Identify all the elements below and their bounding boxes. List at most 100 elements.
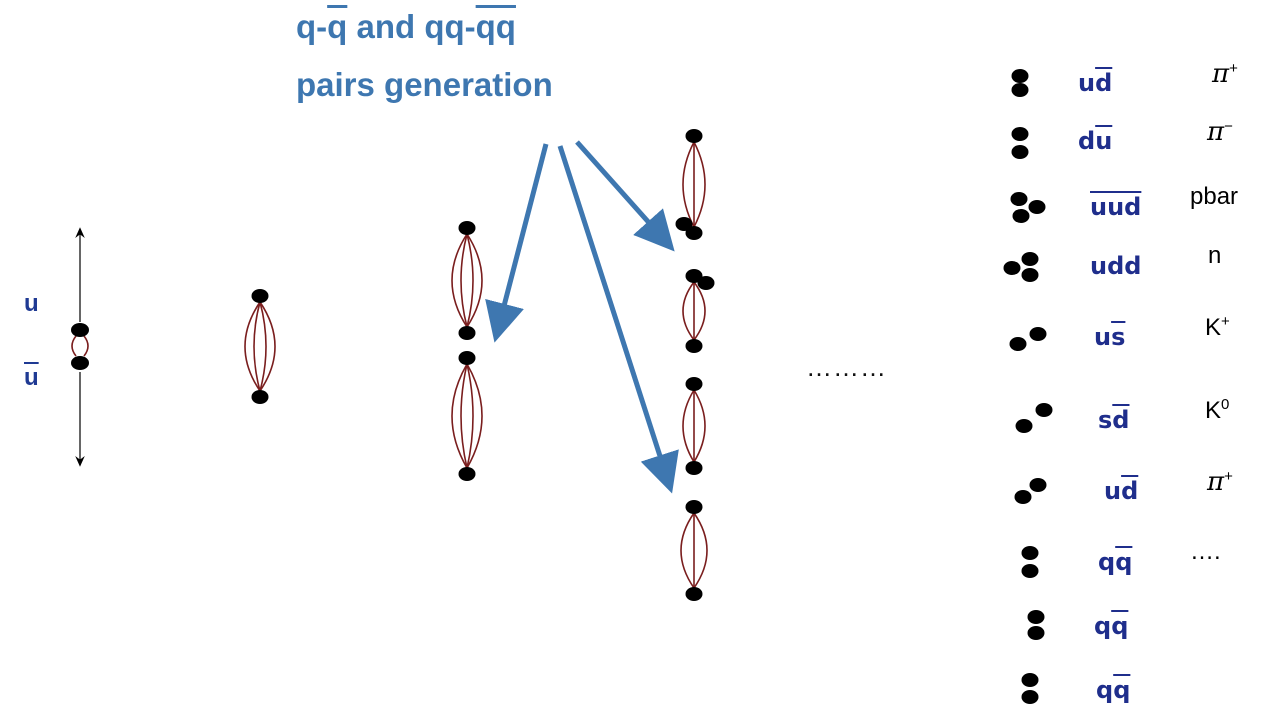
hadron-dots-0 [1011,69,1029,97]
string-stage-3a-top-quark [685,129,703,143]
hadron-quarks-6: ud [1104,477,1138,505]
hadron-8-quark-1: q [1111,612,1129,640]
hadron-2-quark-dot-0 [1010,192,1028,206]
split-quarks [675,217,715,290]
hadron-5-symbol: K [1205,397,1222,424]
hadron-3-symbol: n [1208,242,1222,269]
string-stage-2a-bottom-quark [458,326,476,340]
hadron-name-3: n [1208,242,1221,270]
hadron-0-charge: + [1229,60,1238,77]
hadron-1-quark-0: d [1078,127,1096,155]
title-part-1: q- [296,8,328,45]
string-stage-3d-bottom-quark [685,587,703,601]
hadron-quarks-4: us [1094,323,1125,351]
hadron-9-quark-dot-1 [1021,690,1039,704]
string-stage-1-top-quark [251,289,269,303]
quark-label-ubar: u [24,364,39,391]
hadron-3-quark-0: udd [1090,252,1142,280]
hadron-quarks-1: du [1078,127,1112,155]
string-stage-2b-bottom-quark [458,467,476,481]
hadron-dots-2 [1010,192,1046,223]
title-part-4: qq [475,8,516,45]
hadron-6-quark-dot-1 [1029,478,1047,492]
string-stage-3c-top-quark [685,377,703,391]
hadron-dots [1003,69,1053,704]
hadron-0-quark-dot-0 [1011,69,1029,83]
split-quark-b [697,276,715,290]
hadron-name-4: K+ [1205,313,1230,342]
hadron-quarks-3: udd [1090,252,1141,280]
hadron-6-quark-1: d [1121,477,1139,505]
hadron-dots-5 [1015,403,1053,433]
hadron-7-quark-dot-1 [1021,564,1039,578]
string-stage-2b-top-quark [458,351,476,365]
hadron-quarks-9: qq [1096,676,1130,704]
hadron-2-quark-0: uud [1090,193,1142,221]
strings-layer [244,129,715,601]
hadron-quarks-8: qq [1094,612,1128,640]
title-line-2: pairs generation [296,66,553,103]
string-stage-3a-bottom-quark [685,226,703,240]
hadron-quarks-7: qq [1098,548,1132,576]
generation-arrows [485,140,679,494]
hadron-7-quark-1: q [1115,548,1133,576]
hadron-3-quark-dot-2 [1021,268,1039,282]
hadron-1-quark-1: u [1095,127,1113,155]
hadron-5-quark-dot-1 [1035,403,1053,417]
hadron-dots-6 [1014,478,1047,504]
hadron-1-quark-dot-1 [1011,145,1029,159]
quark-label-u: u [24,290,39,317]
hadron-quarks-5: sd [1098,406,1129,434]
hadron-dots-3 [1003,252,1039,282]
hadron-5-charge: 0 [1221,396,1230,413]
hadron-2-quark-dot-1 [1028,200,1046,214]
hadron-5-quark-dot-0 [1015,419,1033,433]
hadron-name-5: K0 [1205,396,1229,425]
hadron-quarks-0: ud [1078,69,1112,97]
hadron-name-7: …. [1190,538,1221,566]
hadron-5-quark-0: s [1098,406,1113,434]
string-stage-2b [451,351,483,481]
string-stage-3d-top-quark [685,500,703,514]
hadron-0-quark-1: d [1095,69,1113,97]
hadron-4-symbol: K [1205,314,1222,341]
string-stage-1-bottom-quark [251,390,269,404]
hadron-0-quark-dot-1 [1011,83,1029,97]
hadron-2-symbol: pbar [1190,183,1239,210]
title-part-3: and qq- [347,8,476,45]
hadron-name-0: π+ [1212,59,1238,89]
hadron-4-quark-dot-1 [1029,327,1047,341]
hadron-9-quark-1: q [1113,676,1131,704]
hadron-4-quark-0: u [1094,323,1112,351]
hadron-0-quark-0: u [1078,69,1096,97]
hadron-8-quark-dot-1 [1027,626,1045,640]
hadron-8-quark-dot-0 [1027,610,1045,624]
string-stage-3a [682,129,706,240]
title-part-2: q [327,8,348,45]
hadron-1-quark-dot-0 [1011,127,1029,141]
string-stage-3c-bottom-quark [685,461,703,475]
hadron-4-quark-1: s [1111,323,1126,351]
hadron-6-charge: + [1224,468,1233,485]
string-stage-2a-top-quark [458,221,476,235]
hadron-3-quark-dot-1 [1021,252,1039,266]
hadron-1-charge: − [1224,118,1233,135]
hadron-dots-7 [1021,546,1039,578]
hadron-name-2: pbar [1190,183,1238,211]
hadron-8-quark-0: q [1094,612,1112,640]
string-stage-3c [682,377,706,475]
hadron-name-1: π− [1207,117,1233,147]
hadron-dots-8 [1027,610,1045,640]
string-stage-2a [451,221,483,340]
string-stage-3b [682,269,706,353]
hadron-dots-9 [1021,673,1039,704]
hadron-name-6: π+ [1207,467,1233,497]
hadron-7-quark-dot-0 [1021,546,1039,560]
hadron-9-quark-0: q [1096,676,1114,704]
string-stage-1 [244,289,276,404]
string-stage-3b-top-quark [685,269,703,283]
hadron-6-quark-0: u [1104,477,1122,505]
hadron-3-quark-dot-0 [1003,261,1021,275]
hadron-6-quark-dot-0 [1014,490,1032,504]
